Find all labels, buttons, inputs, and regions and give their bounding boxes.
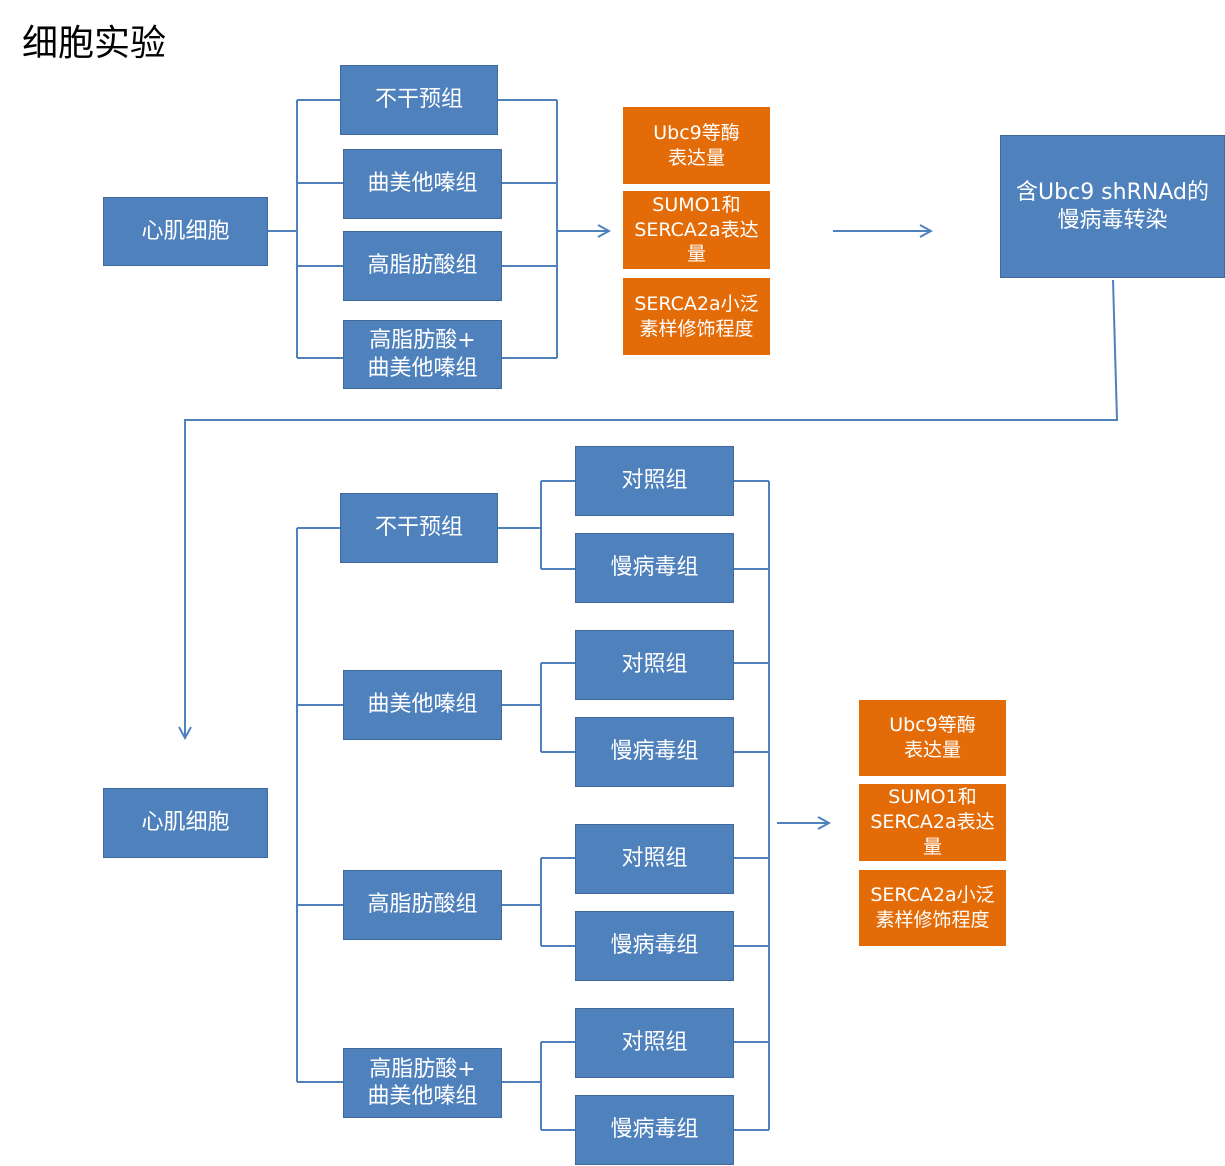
bottom-measure-sumo1: SUMO1和 SERCA2a表达 量 [859,784,1006,861]
subgroup-control: 对照组 [575,630,734,700]
bottom-source-box: 心肌细胞 [103,788,268,858]
subgroup-control: 对照组 [575,824,734,894]
top-group-trimetazidine: 曲美他嗪组 [343,149,502,219]
subgroup-control: 对照组 [575,1008,734,1078]
bottom-group-combined: 高脂肪酸+ 曲美他嗪组 [343,1048,502,1118]
subgroup-lentivirus: 慢病毒组 [575,717,734,787]
top-source-box: 心肌细胞 [103,197,268,266]
bottom-group-high-fatty-acid: 高脂肪酸组 [343,870,502,940]
bottom-measure-sumoylation: SERCA2a小泛 素样修饰程度 [859,870,1006,946]
top-group-high-fatty-acid: 高脂肪酸组 [343,231,502,301]
top-measure-sumo1: SUMO1和 SERCA2a表达 量 [623,191,770,269]
top-group-no-intervention: 不干预组 [340,65,498,135]
subgroup-lentivirus: 慢病毒组 [575,1095,734,1165]
top-measure-sumoylation: SERCA2a小泛 素样修饰程度 [623,278,770,355]
top-measure-ubc9: Ubc9等酶 表达量 [623,107,770,184]
subgroup-lentivirus: 慢病毒组 [575,911,734,981]
subgroup-lentivirus: 慢病毒组 [575,533,734,603]
bottom-group-trimetazidine: 曲美他嗪组 [343,670,502,740]
lentivirus-transfection-box: 含Ubc9 shRNAd的 慢病毒转染 [1000,135,1225,278]
top-group-combined: 高脂肪酸+ 曲美他嗪组 [343,320,502,389]
subgroup-control: 对照组 [575,446,734,516]
page-title: 细胞实验 [22,23,167,64]
bottom-group-no-intervention: 不干预组 [340,493,498,563]
bottom-measure-ubc9: Ubc9等酶 表达量 [859,700,1006,776]
